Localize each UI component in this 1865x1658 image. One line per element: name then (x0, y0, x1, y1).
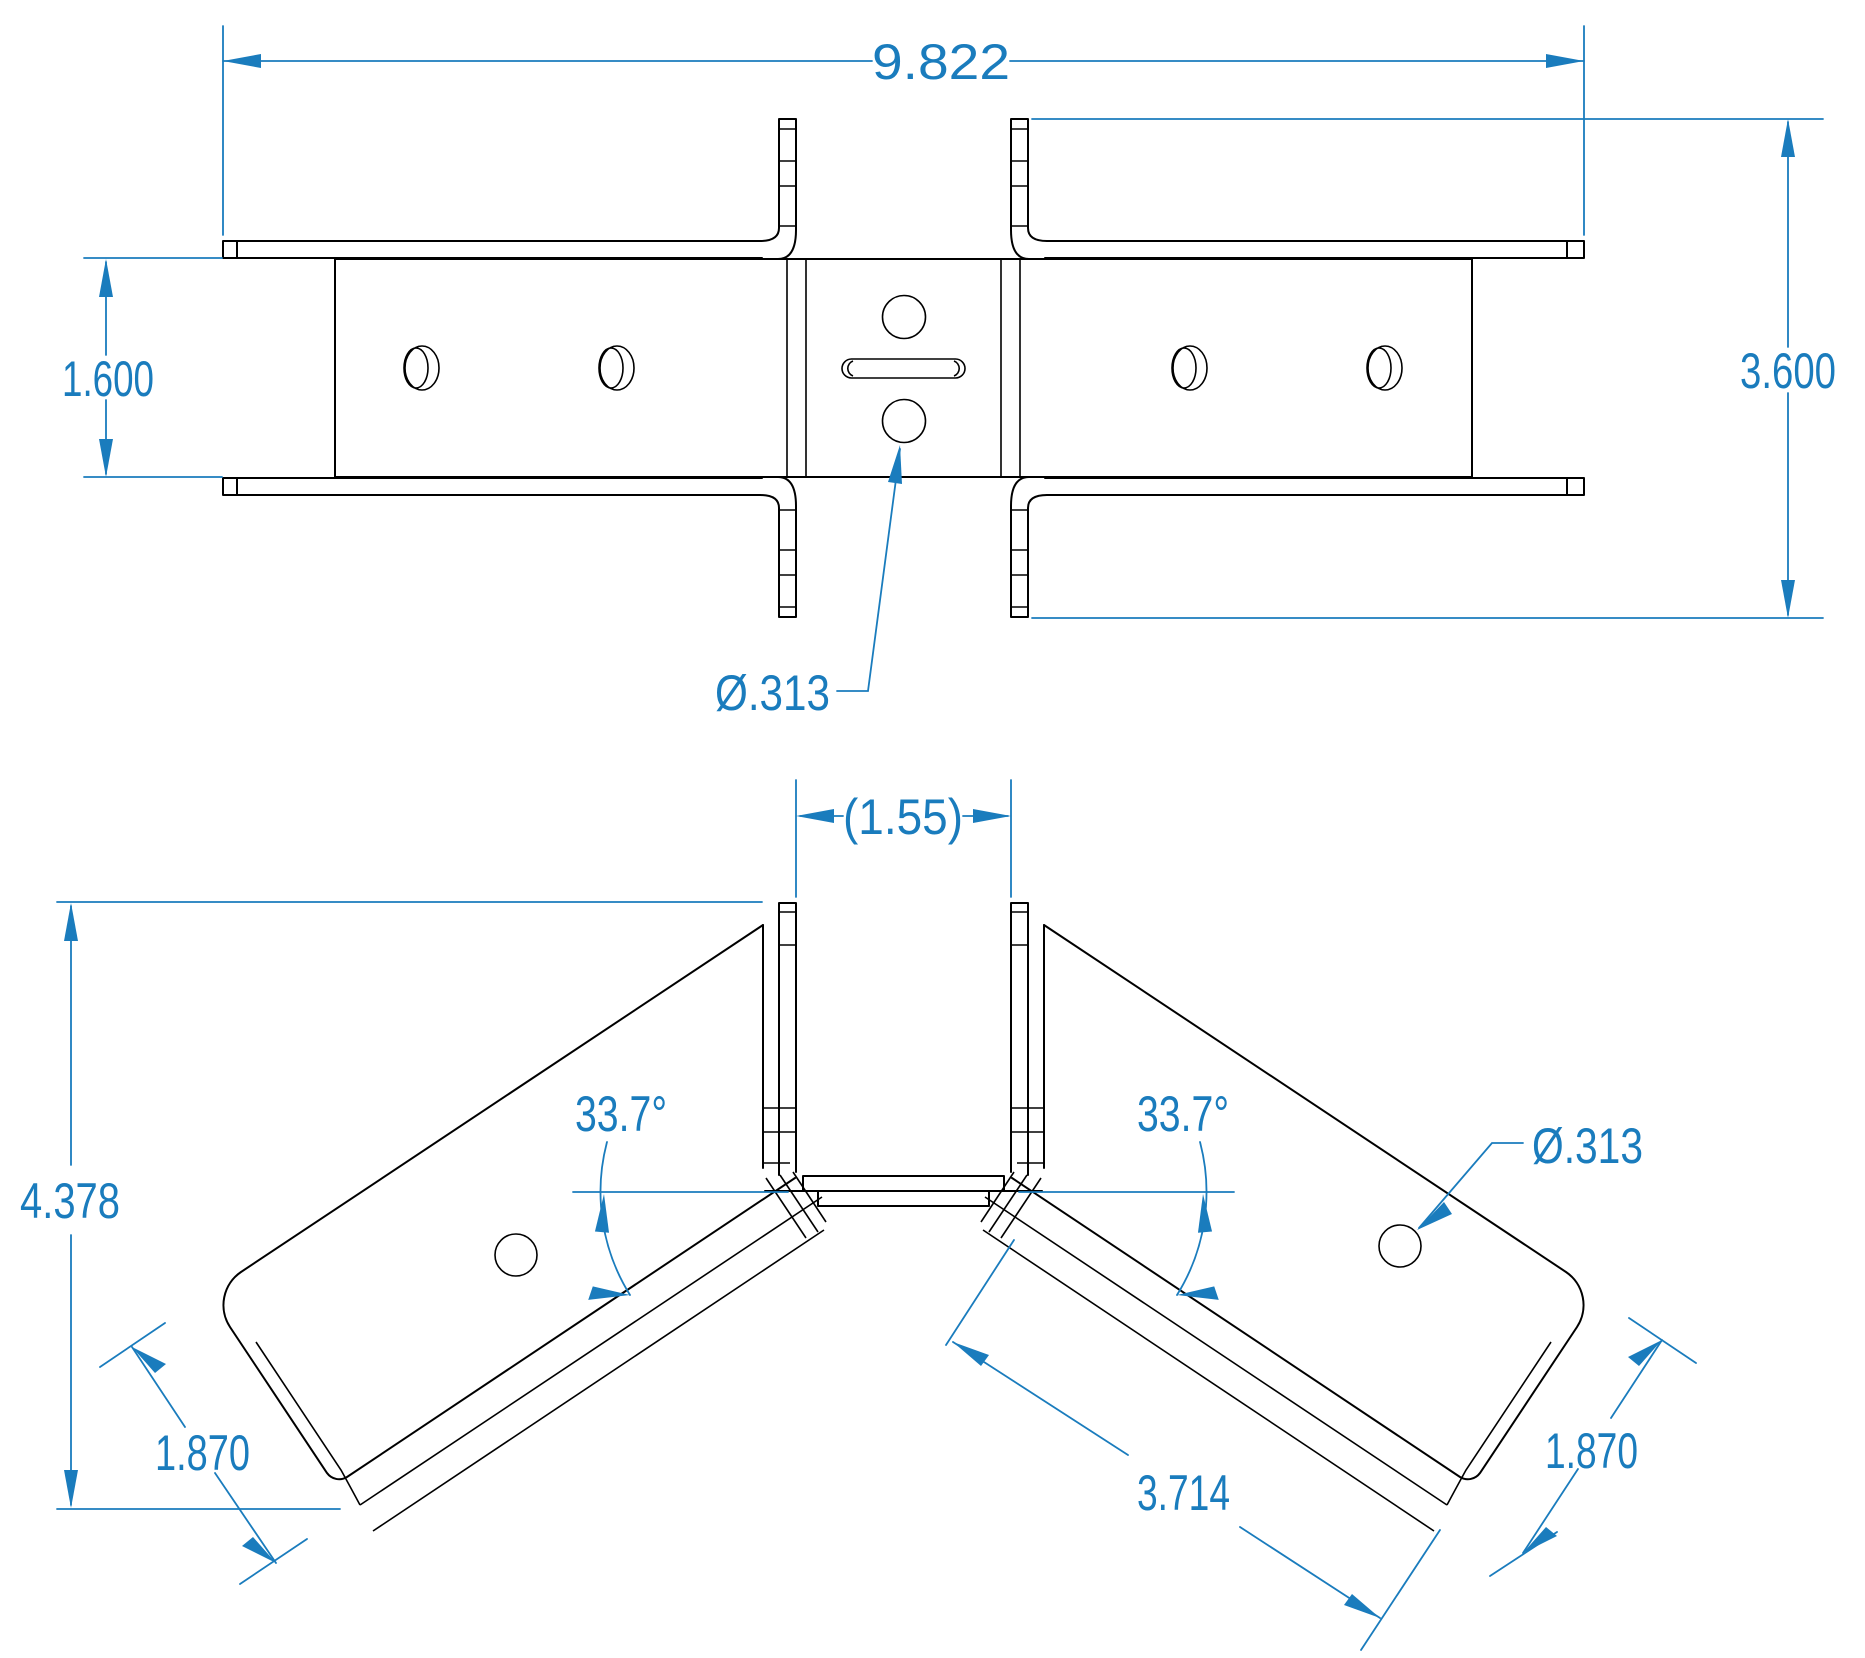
wing-left-hole (494, 1233, 538, 1277)
angle-arrow-icon (594, 1194, 610, 1233)
arrow-up-icon (1781, 119, 1795, 157)
arrow-right-icon (973, 809, 1011, 823)
dim-arrow-icon (1523, 1527, 1557, 1553)
web-hole-lower (881, 398, 927, 444)
arrow-left-icon (796, 809, 834, 823)
arrow-up-icon (64, 903, 78, 941)
dim-arrow-icon (242, 1537, 276, 1563)
dim-channel-width-label: (1.55) (843, 789, 963, 845)
height-extension-lines (1031, 118, 1824, 619)
tab-bottom-right (1010, 476, 1048, 618)
front-view-dimensions: (1.55) 4.378 33.7° 33.7° Ø.313 1.870 (20, 779, 1697, 1651)
tab-bottom-left (759, 476, 797, 618)
tab-top-right-ticks (1011, 128, 1028, 227)
dim-wing-length-label: 3.714 (1137, 1465, 1230, 1521)
hole-leader-line-front (1418, 1142, 1524, 1229)
dim-wing-width-left-label: 1.870 (155, 1425, 250, 1481)
wing-left-outline (222, 924, 796, 1481)
web-hole-upper (881, 294, 927, 340)
arrow-up-icon (99, 259, 113, 297)
dim-overall-height-label: 3.600 (1740, 343, 1836, 399)
dim-overall-width-label: 9.822 (872, 34, 1010, 90)
dim-arrow-icon (132, 1347, 166, 1373)
wing-right-inner-edges (982, 1196, 1552, 1532)
channel-leg-right-ticks (1011, 911, 1044, 1164)
arrow-down-icon (99, 439, 113, 477)
wing-right-width-dimension (1522, 1339, 1663, 1554)
strip-top-left (222, 240, 763, 259)
top-view-part (222, 118, 1585, 618)
tab-top-left (759, 118, 797, 260)
dim-band-height-label: 1.600 (62, 351, 154, 407)
hole-leader-line (836, 448, 901, 692)
tab-top-left-ticks (779, 128, 796, 227)
arrow-down-icon (1781, 580, 1795, 618)
bent-height-extension-lines (56, 901, 763, 1510)
wing-right-outline (1011, 924, 1585, 1481)
wing-left-inner-edges (255, 1196, 825, 1532)
strip-top-right (1044, 240, 1585, 259)
front-view-part (222, 902, 1585, 1532)
leader-arrow-icon (888, 445, 902, 484)
dim-arrow-icon (1344, 1594, 1380, 1618)
web-slot (841, 358, 966, 379)
dim-angle-left-label: 33.7° (575, 1086, 667, 1142)
dim-bent-height-label: 4.378 (20, 1173, 120, 1229)
channel-leg-right (1010, 902, 1045, 1176)
leader-arrow-icon (1417, 1202, 1452, 1230)
angle-arrow-icon (588, 1286, 630, 1300)
strip-bottom-left (222, 477, 763, 496)
tab-bottom-left-ticks (779, 509, 796, 608)
strip-bottom-right (1044, 477, 1585, 496)
arrow-left-icon (223, 54, 261, 68)
wing-left-width-dimension (131, 1346, 277, 1564)
band-extension-lines (83, 257, 223, 478)
dim-arrow-icon (953, 1342, 989, 1366)
channel-web (764, 1175, 1043, 1207)
angle-arrow-icon (1197, 1194, 1213, 1233)
channel-leg-left-ticks (763, 911, 796, 1164)
wing-length-extensions (945, 1239, 1441, 1651)
dim-hole-diameter-top-label: Ø.313 (715, 665, 830, 721)
tab-top-right (1010, 118, 1048, 260)
arrow-right-icon (1546, 54, 1584, 68)
dim-hole-diameter-front-label: Ø.313 (1532, 1118, 1643, 1174)
dim-wing-width-right-label: 1.870 (1545, 1423, 1638, 1479)
web-bend-lines (786, 259, 1021, 477)
tab-bottom-right-ticks (1011, 509, 1028, 608)
wing-holes-top-view (403, 345, 1403, 391)
dim-arrow-icon (1628, 1340, 1662, 1366)
arrow-down-icon (64, 1470, 78, 1508)
channel-extension-lines (795, 779, 1012, 898)
angle-arrow-icon (1177, 1286, 1219, 1300)
band-outline (334, 258, 1473, 478)
dim-angle-right-label: 33.7° (1137, 1086, 1229, 1142)
wing-right-hole (1378, 1224, 1422, 1268)
channel-leg-left (762, 902, 797, 1176)
top-view-dimensions: 9.822 3.600 1.600 Ø.313 (62, 25, 1836, 721)
